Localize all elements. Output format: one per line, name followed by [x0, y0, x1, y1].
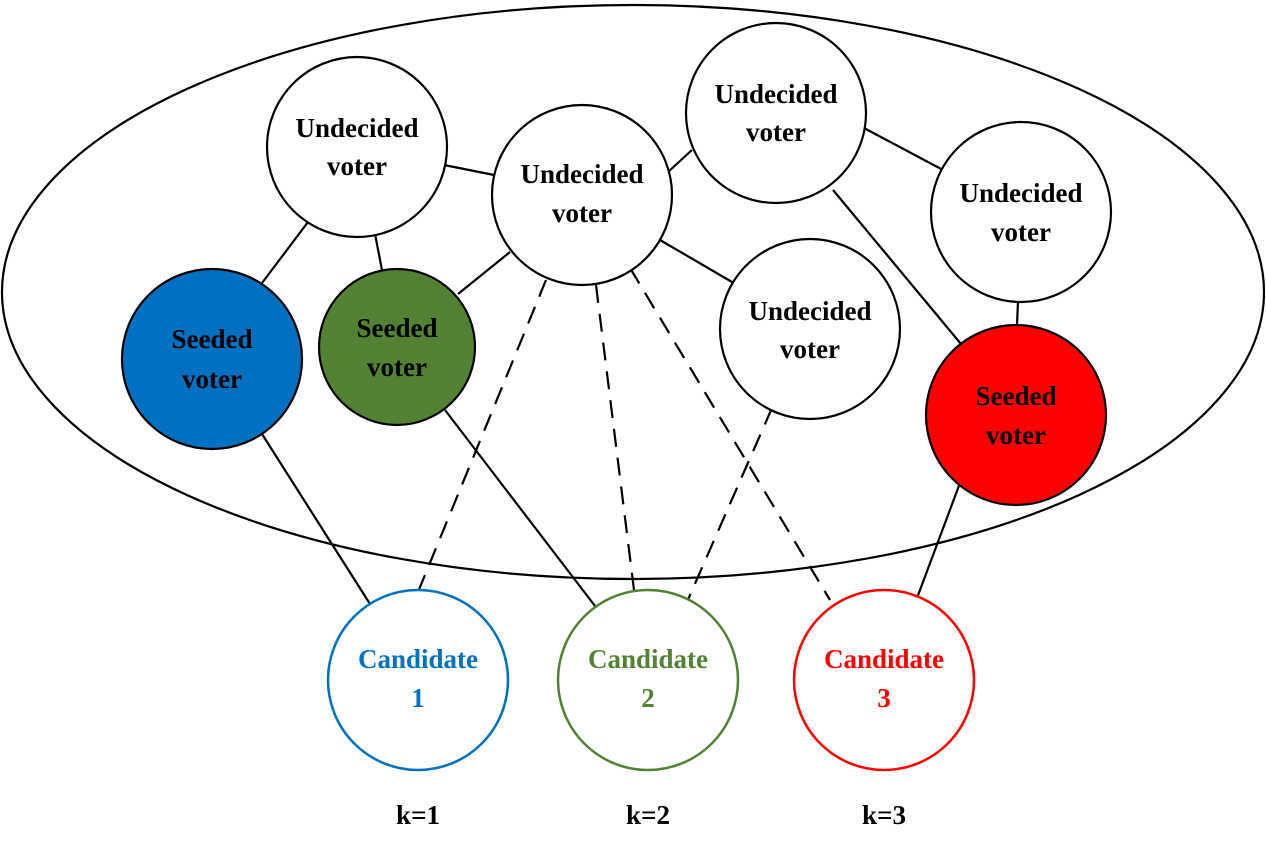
seeded-voter-red: Seeded voter [924, 323, 1108, 507]
node-label-line2: voter [367, 352, 427, 382]
candidate-label-line1: Candidate [824, 644, 944, 674]
dashed-edge-u2-c3 [629, 267, 831, 601]
k-label-3: k=3 [862, 800, 906, 830]
undecided-voter-1: Undecided voter [265, 55, 449, 239]
node-label-line2: voter [986, 420, 1046, 450]
node-label-line1: Undecided [959, 178, 1082, 208]
undecided-voter-3: Undecided voter [684, 21, 868, 205]
edge-u2-u4 [659, 239, 733, 283]
node-label-line1: Seeded [172, 324, 253, 354]
candidate-label-line1: Candidate [358, 644, 478, 674]
dashed-edges [416, 267, 831, 603]
edge-u3-u5 [863, 127, 944, 171]
candidate-1: Candidate 1 [326, 588, 510, 772]
candidate-2: Candidate 2 [556, 588, 740, 772]
undecided-voter-5: Undecided voter [929, 120, 1113, 304]
node-label-line2: voter [182, 364, 242, 394]
edge-sgreen-c2 [444, 409, 596, 607]
node-label-line2: voter [327, 151, 387, 181]
solid-edges [261, 127, 1020, 607]
seeded-voter-blue: Seeded voter [120, 267, 304, 451]
candidate-3: Candidate 3 [792, 588, 976, 772]
edge-u2-sgreen [457, 251, 511, 295]
undecided-voter-2: Undecided voter [490, 103, 674, 287]
candidate-label-line2: 1 [411, 683, 425, 713]
seeded-voter-green: Seeded voter [317, 267, 477, 427]
edge-u1-sgreen [373, 233, 384, 271]
candidate-label-line2: 3 [877, 683, 891, 713]
node-label-line2: voter [780, 334, 840, 364]
node-label-line2: voter [552, 198, 612, 228]
dashed-edge-u4-c2 [685, 407, 774, 603]
edge-u5-sred [1015, 300, 1020, 326]
node-label-line1: Undecided [520, 159, 643, 189]
edge-sred-c3 [915, 482, 962, 599]
edge-u1-u2 [443, 163, 495, 177]
node-label-line1: Undecided [748, 296, 871, 326]
k-label-2: k=2 [626, 800, 670, 830]
undecided-voter-4: Undecided voter [718, 237, 902, 421]
node-label-line1: Seeded [357, 313, 438, 343]
candidate-label-line2: 2 [641, 683, 655, 713]
dashed-edge-u2-c2 [594, 284, 636, 591]
edge-u2-u3 [667, 149, 693, 173]
edge-u1-sblue [261, 221, 309, 284]
k-label-1: k=1 [396, 800, 440, 830]
node-label-line2: voter [991, 217, 1051, 247]
node-label-line1: Seeded [976, 381, 1057, 411]
node-label-line1: Undecided [714, 79, 837, 109]
node-label-line1: Undecided [295, 113, 418, 143]
edge-u3-sred [832, 189, 962, 345]
node-label-line2: voter [746, 117, 806, 147]
candidate-label-line1: Candidate [588, 644, 708, 674]
edge-sblue-c1 [261, 433, 371, 605]
